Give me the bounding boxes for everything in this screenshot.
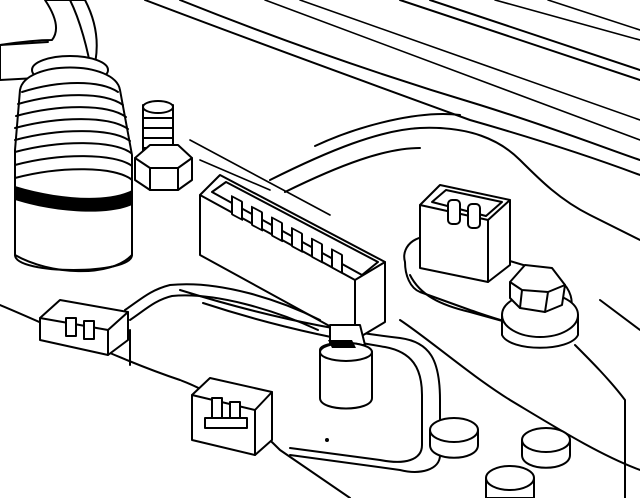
- plug-2: [521, 427, 571, 469]
- wire-harness: [124, 283, 321, 331]
- connector-pin-slots: [231, 195, 343, 274]
- hex-bolt-stud: [134, 100, 193, 191]
- plug-1: [429, 417, 479, 459]
- multi-pin-connector: [199, 174, 386, 410]
- plug-3: [485, 465, 535, 498]
- round-plugs: [325, 417, 571, 498]
- hose-with-bellows-boot: [0, 0, 133, 273]
- small-connector-bottom: [191, 377, 273, 456]
- sensor-connector-right: [419, 184, 511, 283]
- small-connector-left: [39, 299, 129, 356]
